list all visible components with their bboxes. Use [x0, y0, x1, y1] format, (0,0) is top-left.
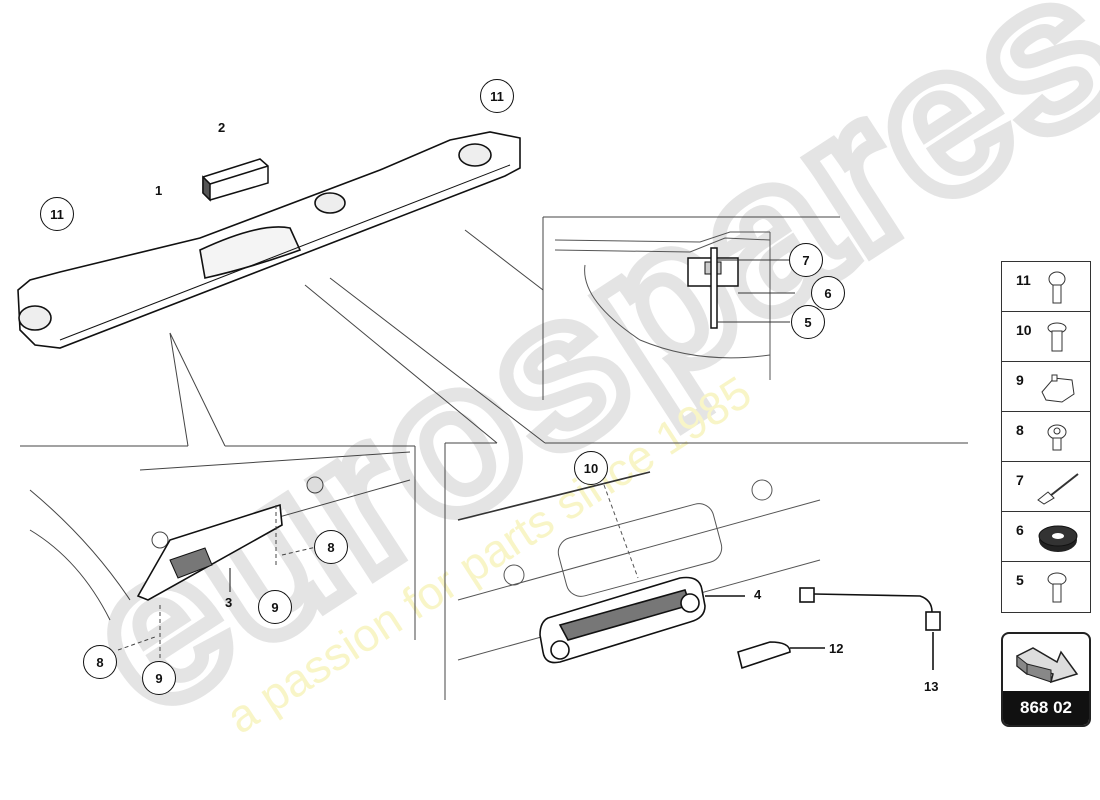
callout-7[interactable]: 7	[789, 243, 823, 277]
legend-number: 8	[1016, 422, 1024, 438]
callout-8-lower[interactable]: 8	[83, 645, 117, 679]
foam-block-drawing	[202, 158, 269, 202]
legend-row-5[interactable]: 5	[1002, 562, 1090, 612]
clip-icon	[1048, 271, 1066, 304]
section-detail-drawing	[554, 231, 795, 380]
callout-13[interactable]: 13	[924, 679, 939, 694]
legend-row-9[interactable]: 9	[1002, 362, 1090, 412]
rivet-icon	[1037, 473, 1079, 505]
legend-number: 9	[1016, 372, 1024, 388]
callout-1[interactable]: 1	[155, 183, 163, 198]
legend-row-8[interactable]: 8	[1002, 412, 1090, 462]
callout-12[interactable]: 12	[829, 641, 844, 656]
callout-11-right[interactable]: 11	[480, 79, 514, 113]
legend-row-7[interactable]: 7	[1002, 462, 1090, 512]
callout-2[interactable]: 2	[218, 120, 226, 135]
legend-row-11[interactable]: 11	[1002, 262, 1090, 312]
callout-9-lower[interactable]: 9	[142, 661, 176, 695]
legend-number: 5	[1016, 572, 1024, 588]
legend-number: 10	[1016, 322, 1032, 338]
screw-icon	[1047, 322, 1067, 352]
callout-10[interactable]: 10	[574, 451, 608, 485]
cover-cap-icon	[1041, 374, 1075, 403]
callout-11-left[interactable]: 11	[40, 197, 74, 231]
bolt-icon	[1047, 424, 1067, 451]
callout-9-upper[interactable]: 9	[258, 590, 292, 624]
page-reference-label: 868 02	[1003, 691, 1089, 725]
headliner-panel-drawing	[17, 131, 521, 349]
callout-6[interactable]: 6	[811, 276, 845, 310]
legend-number: 6	[1016, 522, 1024, 538]
callout-8-upper[interactable]: 8	[314, 530, 348, 564]
callout-5[interactable]: 5	[791, 305, 825, 339]
overhead-console-drawing	[457, 471, 941, 670]
page-reference-button[interactable]: 868 02	[1001, 632, 1091, 727]
detail-frames	[20, 216, 968, 700]
callout-4[interactable]: 4	[754, 587, 762, 602]
legend-row-10[interactable]: 10	[1002, 312, 1090, 362]
legend-number: 7	[1016, 472, 1024, 488]
screw-icon	[1047, 572, 1067, 603]
next-page-arrow-icon	[1016, 647, 1079, 684]
callout-3[interactable]: 3	[225, 595, 233, 610]
parts-legend: 11 10 9 8 7 6 5	[1001, 261, 1091, 613]
legend-number: 11	[1016, 272, 1031, 288]
legend-row-6[interactable]: 6	[1002, 512, 1090, 562]
sponge-washer-icon	[1038, 525, 1078, 552]
